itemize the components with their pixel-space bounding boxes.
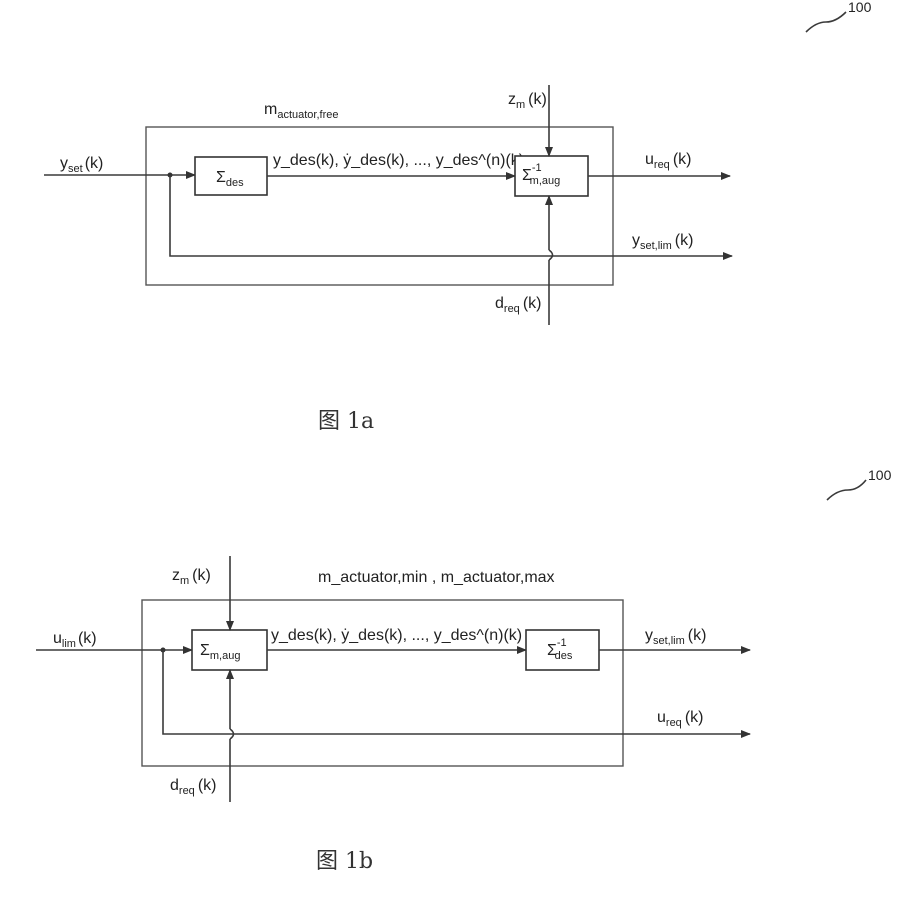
sigma-des-block [195, 157, 267, 195]
reference-numeral-a: 100 [806, 0, 872, 32]
output1-label-b: yset,lim(k) [645, 627, 706, 647]
output1-label-a: ureq(k) [645, 151, 691, 171]
actuator-minmax-boundary [142, 600, 623, 766]
input-label-a: yset(k) [60, 155, 103, 175]
d-label-b: dreq(k) [170, 777, 216, 797]
z-label-a: zm(k) [508, 91, 547, 111]
z-label-b: zm(k) [172, 567, 211, 587]
input-label-b: ulim(k) [53, 630, 97, 650]
output2-label-a: yset,lim(k) [632, 232, 693, 252]
d-crossing-hop-a [549, 250, 553, 260]
ref-number-a: 100 [848, 0, 872, 15]
figure-1b: 100 m_actuator,min , m_actuator,max ulim… [36, 467, 892, 874]
box-label-a: mactuator,free [264, 101, 338, 121]
figure-1a: 100 mactuator,free yset(k) Σdes y_des(k)… [44, 0, 872, 434]
output2-label-b: ureq(k) [657, 709, 703, 729]
caption-1b: 图 1b [316, 849, 373, 874]
actuator-free-boundary [146, 127, 613, 285]
box-label-b: m_actuator,min , m_actuator,max [318, 569, 555, 586]
reference-numeral-b: 100 [827, 467, 892, 500]
caption-1a: 图 1a [318, 409, 374, 434]
d-label-a: dreq(k) [495, 295, 541, 315]
mid-label-a: y_des(k), ẏ_des(k), ..., y_des^(n)(k) [273, 152, 524, 169]
mid-label-b: y_des(k), ẏ_des(k), ..., y_des^(n)(k) [271, 627, 522, 644]
ref-number-b: 100 [868, 467, 892, 483]
